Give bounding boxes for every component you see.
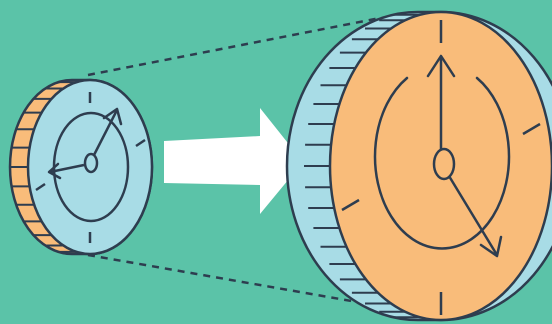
large-clock-pivot — [434, 149, 454, 179]
small-coin — [10, 80, 152, 254]
large-coin — [287, 12, 552, 320]
small-clock-pivot — [85, 154, 97, 172]
